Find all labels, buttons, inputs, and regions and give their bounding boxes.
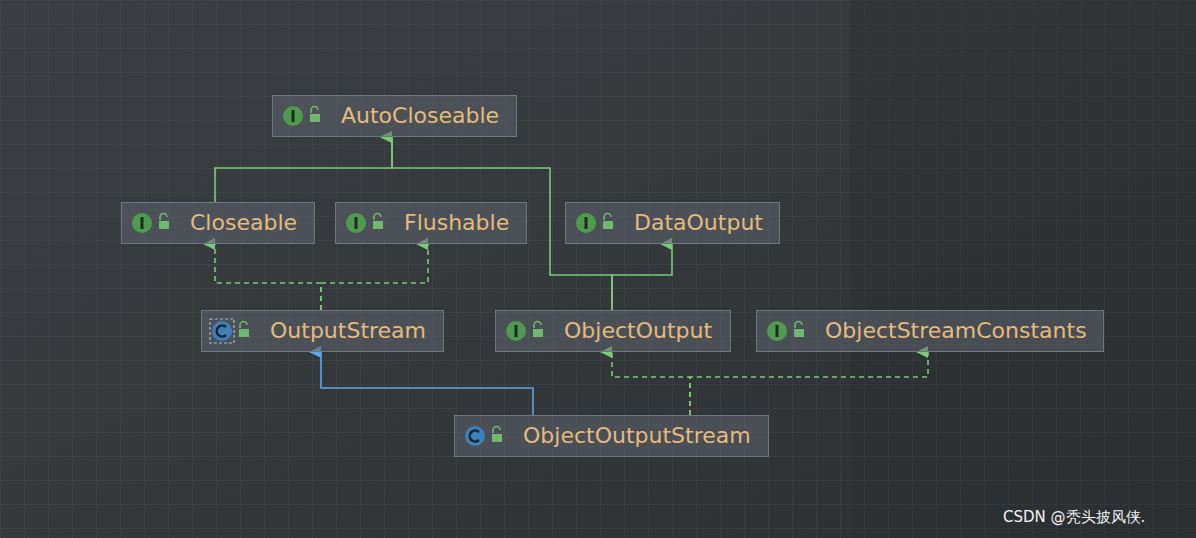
extends-arrow [321, 352, 533, 415]
class-name: OutputStream [270, 311, 426, 351]
interface-box: ObjectStreamConstants [756, 310, 1104, 352]
interface-box: ObjectOutput [495, 310, 731, 352]
watermark: CSDN @秃头披风侠. [1003, 508, 1145, 527]
extends-arrow [215, 137, 392, 202]
interface-box: Flushable [335, 202, 527, 244]
class-name: Closeable [190, 203, 297, 243]
interface-box: ObjectOutputStream [454, 415, 769, 457]
type-icon [455, 416, 515, 456]
class-name: ObjectOutput [564, 311, 712, 351]
implements-arrow [321, 244, 428, 310]
interface-box: DataOutput [565, 202, 780, 244]
extends-arrow [392, 137, 612, 310]
class-name: ObjectStreamConstants [825, 311, 1087, 351]
type-icon [202, 311, 262, 351]
type-icon [757, 311, 817, 351]
class-name: Flushable [404, 203, 509, 243]
interface-box: AutoCloseable [272, 95, 517, 137]
class-name: DataOutput [634, 203, 763, 243]
type-icon [496, 311, 556, 351]
class-name: ObjectOutputStream [523, 416, 751, 456]
type-icon [336, 203, 396, 243]
interface-box: OutputStream [201, 310, 444, 352]
type-icon [566, 203, 626, 243]
type-icon [273, 96, 333, 136]
class-name: AutoCloseable [341, 96, 499, 136]
implements-arrow [690, 352, 928, 415]
type-icon [122, 203, 182, 243]
implements-arrow [215, 244, 321, 310]
interface-box: Closeable [121, 202, 315, 244]
implements-arrow [612, 352, 690, 415]
extends-arrow [612, 244, 672, 310]
